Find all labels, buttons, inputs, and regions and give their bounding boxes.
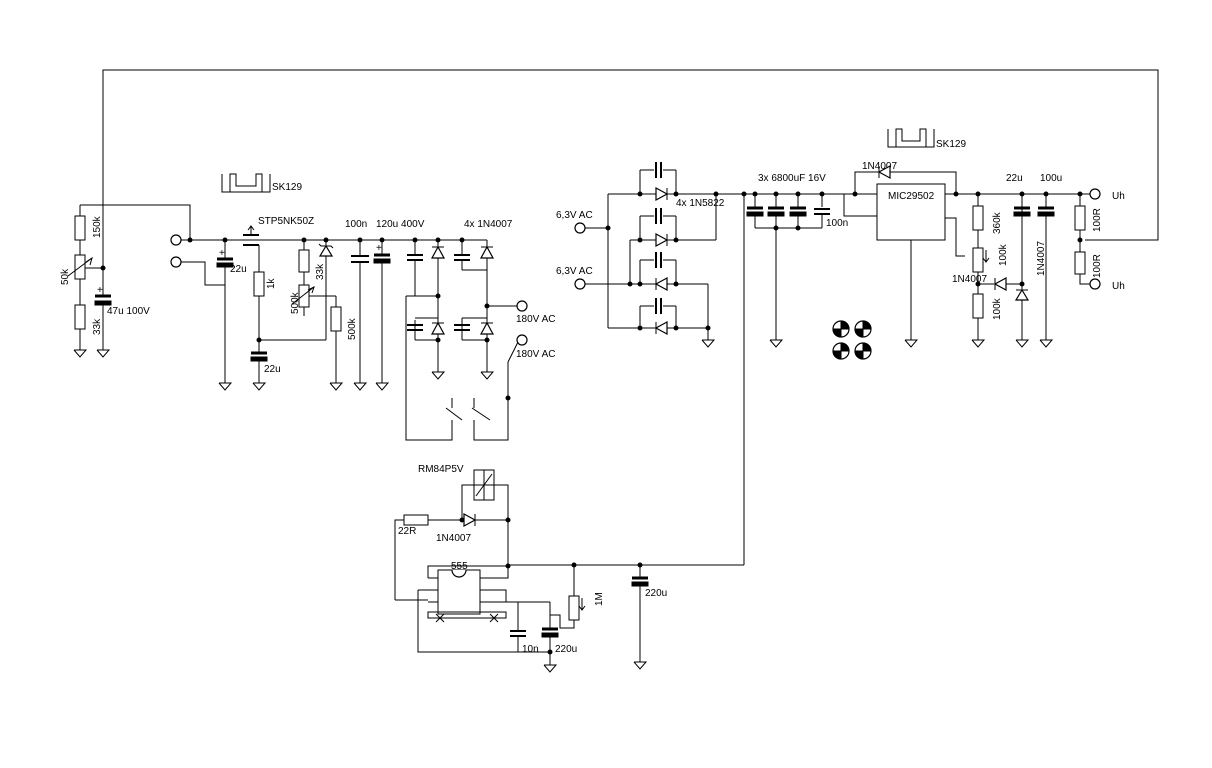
label-4x-1n5822: 4x 1N5822 <box>676 198 725 209</box>
label-1n4007-relay: 1N4007 <box>436 533 471 544</box>
svg-text:+: + <box>219 248 225 259</box>
resistor-150k <box>74 215 86 241</box>
label-sk129-left: SK129 <box>272 182 302 193</box>
hv-filter-caps: 100n 120u 400V + <box>345 219 425 391</box>
label-120u-400v: 120u 400V <box>376 219 425 230</box>
ac-6v3-terminal-b <box>574 278 586 290</box>
svg-text:+: + <box>97 285 103 296</box>
label-33k-a: 33k <box>92 318 103 335</box>
label-500k-pot: 500k <box>290 291 301 314</box>
label-180v-ac-a: 180V AC <box>516 314 555 325</box>
label-360k: 360k <box>992 211 1003 234</box>
heatsink-left: SK129 <box>221 173 302 193</box>
gate-bias-network: 33k 500k 500k <box>290 237 358 391</box>
timer-relay-section: RM84P5V 22R 1N4007 555 <box>394 464 744 673</box>
resistor-33k-a <box>74 304 86 330</box>
label-180v-ac-b: 180V AC <box>516 349 555 360</box>
mounting-holes <box>832 320 872 360</box>
label-100r-a: 100R <box>1092 208 1103 232</box>
label-100n-b: 100n <box>826 218 848 229</box>
label-100u: 100u <box>1040 173 1062 184</box>
label-mic29502: MIC29502 <box>888 191 935 202</box>
label-22u-a: 22u <box>230 264 247 275</box>
label-100r-b: 100R <box>1092 254 1103 278</box>
uh-terminal-b <box>1089 278 1101 290</box>
label-50k: 50k <box>60 268 71 285</box>
label-1m: 1M <box>594 592 605 606</box>
label-100k: 100k <box>992 297 1003 320</box>
ac-6v3-terminal-a <box>574 222 586 234</box>
hv-bridge-rectifier: 4x 1N4007 <box>405 219 555 441</box>
potentiometer-1m <box>568 595 580 621</box>
label-3x-6800uf: 3x 6800uF 16V <box>758 173 826 184</box>
input-divider: + 150k 50k 33k 47u 100V <box>60 204 191 358</box>
lv-bridge-rectifier: 6,3V AC 6,3V AC 4x 1N5822 <box>556 162 744 348</box>
label-220u-b: 220u <box>645 588 667 599</box>
label-22u-c: 22u <box>1006 173 1023 184</box>
label-uh-a: Uh <box>1112 191 1125 202</box>
label-1n4007-mid: 1N4007 <box>952 274 987 285</box>
mosfet-stp5nk50z: STP5NK50Z <box>243 216 314 272</box>
resistor-1k-branch: 1k 22u <box>250 271 326 391</box>
ac-180v-terminal-b <box>516 334 528 346</box>
label-6v3-ac-a: 6,3V AC <box>556 210 593 221</box>
label-4x-1n4007: 4x 1N4007 <box>464 219 513 230</box>
label-1k: 1k <box>266 277 277 289</box>
input-terminal-b <box>170 256 182 268</box>
label-6v3-ac-b: 6,3V AC <box>556 266 593 277</box>
resistor-22r <box>403 514 429 526</box>
uh-terminal-a <box>1089 188 1101 200</box>
label-500k: 500k <box>347 317 358 340</box>
lv-filter-caps: 3x 6800uF 16V 100n <box>741 173 855 565</box>
label-sk129-right: SK129 <box>936 139 966 150</box>
input-terminal-a <box>170 234 182 246</box>
input-terminals <box>170 234 245 286</box>
capacitor-47u <box>94 300 112 306</box>
label-22u-b: 22u <box>264 364 281 375</box>
top-feedback-wire <box>102 69 1159 266</box>
label-uh-b: Uh <box>1112 281 1125 292</box>
ac-180v-terminal-a <box>516 300 528 312</box>
label-10n: 10n <box>522 644 539 655</box>
label-100n-a: 100n <box>345 219 367 230</box>
label-stp5nk50z: STP5NK50Z <box>258 216 314 227</box>
label-150k: 150k <box>92 215 103 238</box>
svg-text:+: + <box>376 243 382 254</box>
label-1n4007-right: 1N4007 <box>1036 241 1047 276</box>
label-100k-pot: 100k <box>998 243 1009 266</box>
label-33k-b: 33k <box>315 263 326 280</box>
label-1n4007-top: 1N4007 <box>862 161 897 172</box>
label-rm84p5v: RM84P5V <box>418 464 464 475</box>
label-220u-a: 220u <box>555 644 577 655</box>
label-22r: 22R <box>398 526 416 537</box>
regulator-section: SK129 1N4007 MIC29502 360k 100k 100k 1N4… <box>843 128 1125 348</box>
capacitor-22u-a: 22u + <box>216 237 247 391</box>
label-47u-100v: 47u 100V <box>107 306 150 317</box>
